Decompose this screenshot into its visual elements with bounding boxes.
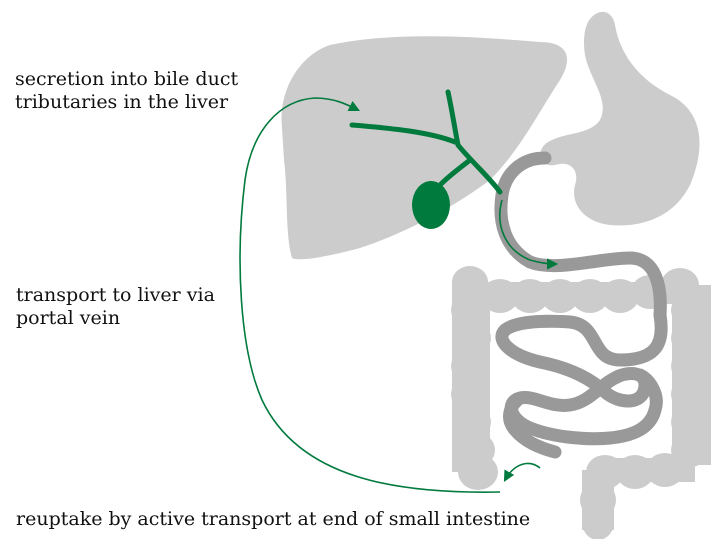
- reuptake-label: reuptake by active transport at end of s…: [16, 508, 530, 531]
- small-intestine: [502, 315, 661, 452]
- reuptake-arrow: [505, 464, 540, 480]
- transport-label-line2: portal vein: [16, 307, 215, 330]
- secretion-label-line2: tributaries in the liver: [15, 91, 238, 114]
- transport-label-line1: transport to liver via: [16, 284, 215, 307]
- transport-label: transport to liver via portal vein: [16, 284, 215, 330]
- secretion-label-line1: secretion into bile duct: [15, 68, 238, 91]
- stomach: [541, 12, 700, 226]
- secretion-label: secretion into bile duct tributaries in …: [15, 68, 238, 114]
- reuptake-label-line1: reuptake by active transport at end of s…: [16, 508, 530, 531]
- gallbladder: [412, 181, 450, 229]
